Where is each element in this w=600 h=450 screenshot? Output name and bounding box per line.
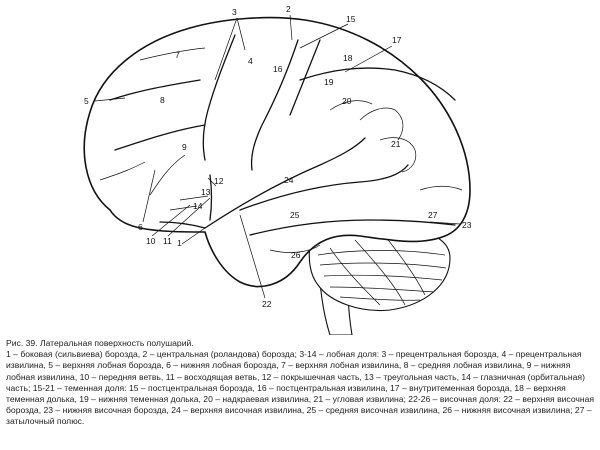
- lateral-sulcus: [204, 137, 366, 229]
- precentral-sulcus: [202, 34, 236, 161]
- label-3: 3: [232, 7, 237, 17]
- figure-caption: Рис. 39. Латеральная поверхность полушар…: [6, 338, 596, 428]
- label-4: 4: [248, 56, 253, 66]
- label-17: 17: [392, 35, 402, 45]
- hemisphere-outline: [83, 16, 471, 288]
- label-27: 27: [428, 210, 438, 220]
- leader-lines: [94, 14, 461, 299]
- label-18: 18: [343, 53, 353, 63]
- superior-temporal-sulcus: [239, 164, 409, 211]
- label-20: 20: [342, 96, 352, 106]
- label-6: 6: [138, 222, 143, 232]
- label-22: 22: [262, 299, 272, 309]
- label-16: 16: [273, 64, 283, 74]
- label-2: 2: [286, 4, 291, 14]
- label-25: 25: [290, 210, 300, 220]
- anterior-ramus: [159, 221, 206, 229]
- brain-diagram-svg: 1 2 3 4 5 6 7 8 9 10 11 12 13 14 15 16 1…: [83, 4, 472, 335]
- label-24: 24: [284, 175, 294, 185]
- inferior-frontal-sulcus: [114, 124, 206, 151]
- brain-diagram: 1 2 3 4 5 6 7 8 9 10 11 12 13 14 15 16 1…: [83, 4, 472, 335]
- label-8: 8: [160, 95, 165, 105]
- label-7: 7: [175, 50, 180, 60]
- label-19: 19: [324, 77, 334, 87]
- caption-title: Рис. 39. Латеральная поверхность полушар…: [6, 338, 194, 348]
- label-11: 11: [163, 236, 172, 246]
- label-12: 12: [214, 176, 224, 186]
- inferior-temporal-sulcus: [249, 219, 456, 236]
- label-14: 14: [193, 201, 203, 211]
- central-sulcus: [250, 39, 299, 171]
- label-23: 23: [462, 220, 472, 230]
- label-5: 5: [84, 96, 89, 106]
- superior-frontal-sulcus: [109, 79, 201, 101]
- caption-body: 1 – боковая (сильвиева) борозда, 2 – цен…: [6, 349, 595, 427]
- cerebellum: [308, 227, 451, 312]
- label-1: 1: [177, 238, 182, 248]
- label-13: 13: [201, 187, 211, 197]
- ascending-ramus: [209, 174, 213, 221]
- postcentral-sulcus: [289, 39, 321, 116]
- label-15: 15: [346, 14, 356, 24]
- label-9: 9: [182, 142, 187, 152]
- label-10: 10: [146, 236, 156, 246]
- label-26: 26: [291, 250, 301, 260]
- figure-labels: 1 2 3 4 5 6 7 8 9 10 11 12 13 14 15 16 1…: [84, 4, 472, 309]
- label-21: 21: [391, 139, 401, 149]
- intraparietal-sulcus: [299, 67, 456, 101]
